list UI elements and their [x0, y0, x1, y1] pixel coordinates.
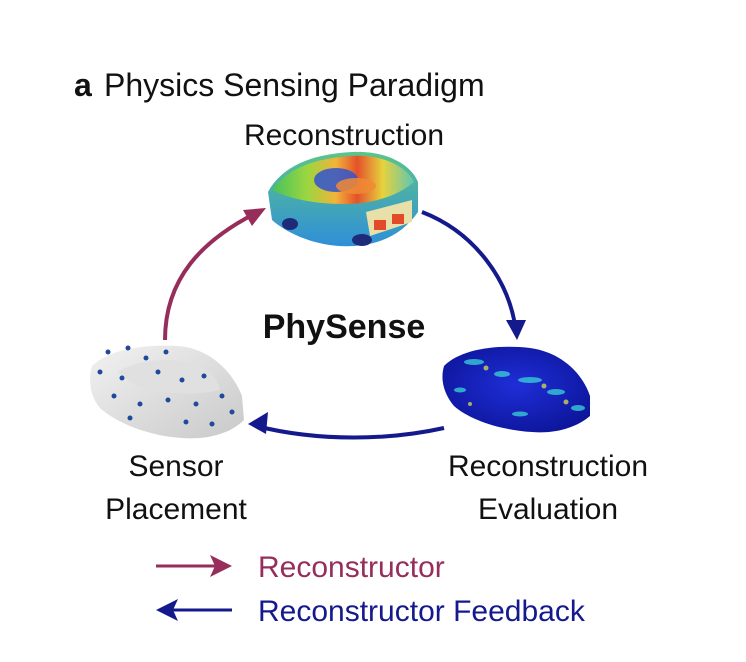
sensor-placement-label-line2: Placement	[105, 493, 247, 526]
legend: Reconstructor Reconstructor Feedback	[156, 551, 586, 628]
evaluation-car-image	[442, 346, 590, 433]
legend-reconstructor-label: Reconstructor	[258, 551, 445, 584]
reconstruction-car-image	[268, 151, 418, 247]
evaluation-label-line2: Evaluation	[478, 493, 618, 526]
panel-letter: a	[74, 67, 92, 103]
reconstructor-arrow	[163, 208, 266, 341]
reconstruction-label: Reconstruction	[244, 119, 444, 152]
sensor-placement-label-line1: Sensor	[128, 450, 223, 483]
legend-feedback-arrow	[156, 599, 232, 621]
legend-reconstructor-arrow	[156, 555, 232, 577]
feedback-arrow-right	[421, 210, 526, 340]
evaluation-label-line1: Reconstruction	[448, 450, 648, 483]
feedback-arrow-bottom	[248, 412, 445, 440]
center-label: PhySense	[263, 308, 426, 346]
legend-feedback-label: Reconstructor Feedback	[258, 595, 586, 628]
sensor-placement-car-image	[90, 345, 244, 439]
panel-title: Physics Sensing Paradigm	[104, 67, 485, 103]
